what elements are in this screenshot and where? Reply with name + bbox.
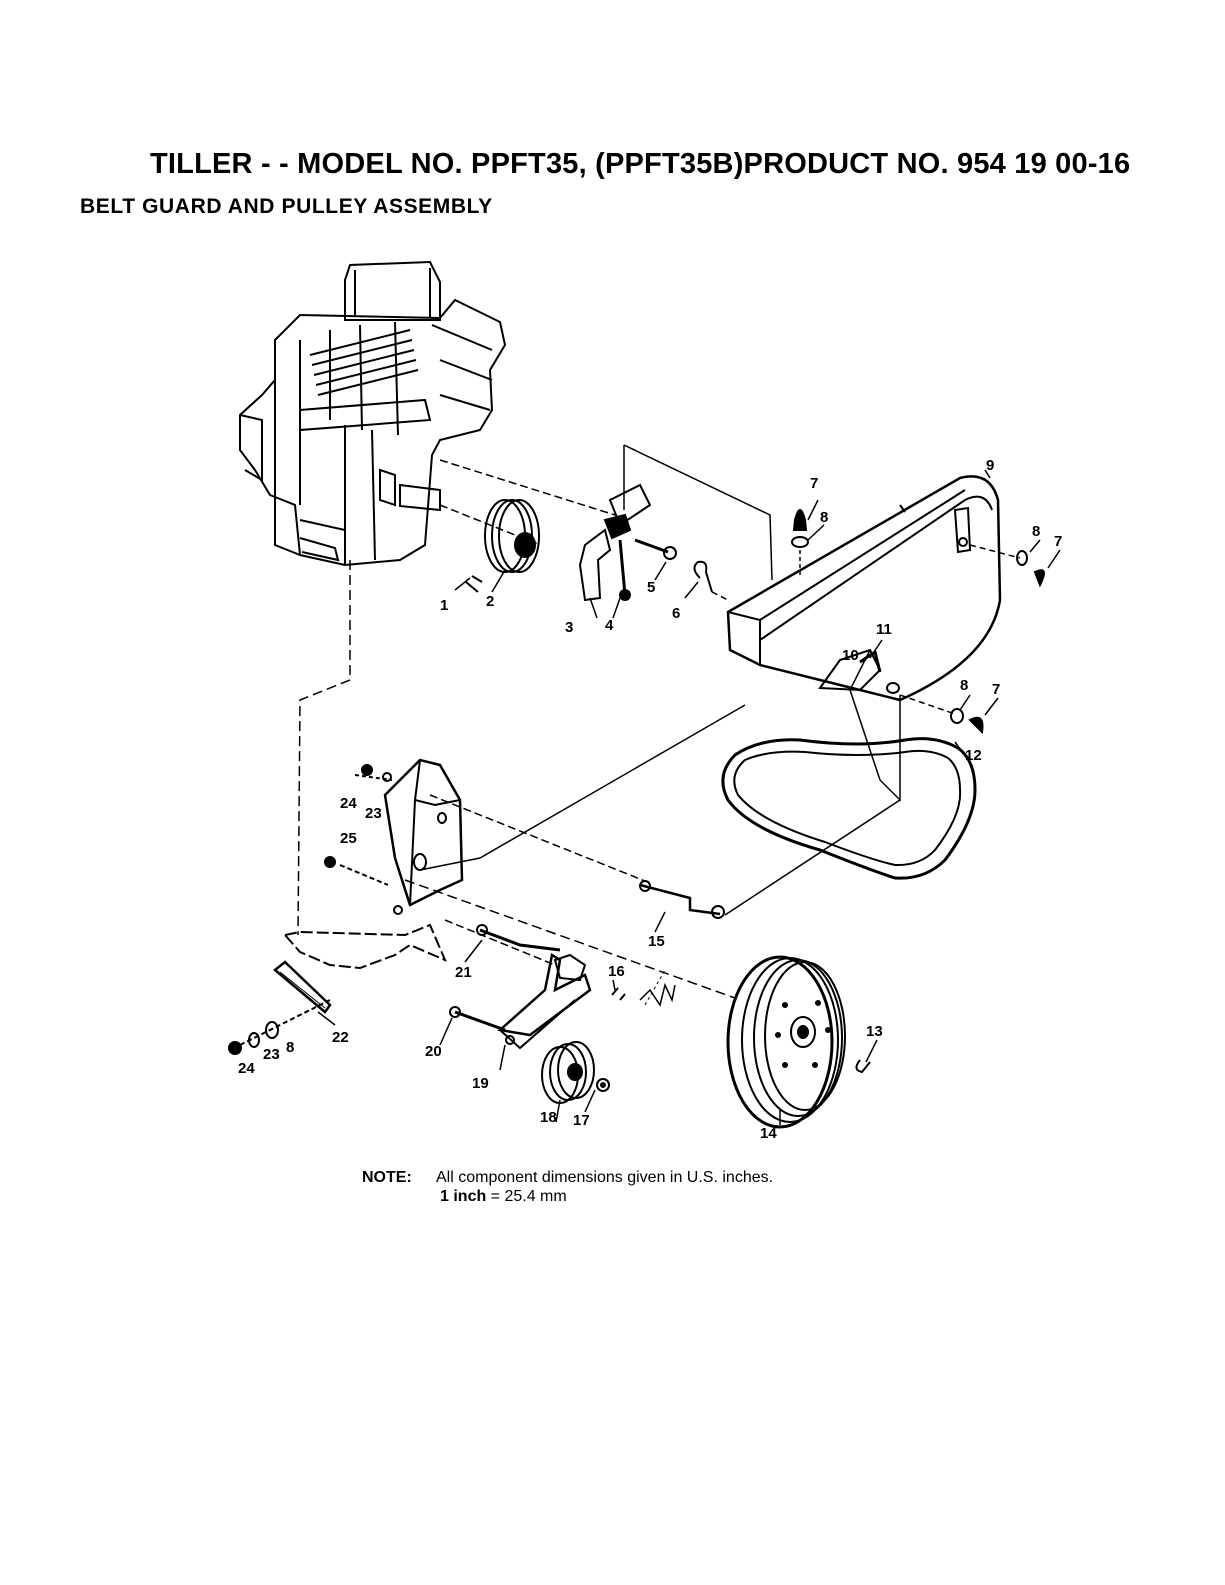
callout-17: 17 bbox=[573, 1112, 590, 1129]
callout-25: 25 bbox=[340, 830, 357, 847]
callout-21: 21 bbox=[455, 964, 472, 981]
callout-8b: 8 bbox=[1032, 523, 1040, 540]
engine-pulley bbox=[440, 500, 540, 592]
callout-23b: 23 bbox=[263, 1046, 280, 1063]
callout-7b: 7 bbox=[1054, 533, 1062, 550]
transmission-pulley bbox=[728, 957, 870, 1127]
callout-24a: 24 bbox=[340, 795, 357, 812]
callout-12: 12 bbox=[965, 747, 982, 764]
callout-23a: 23 bbox=[365, 805, 382, 822]
callout-1: 1 bbox=[440, 597, 448, 614]
callout-6: 6 bbox=[672, 605, 680, 622]
dimension-note: NOTE:All component dimensions given in U… bbox=[362, 1168, 773, 1206]
callout-18: 18 bbox=[540, 1109, 557, 1126]
note-text: All component dimensions given in U.S. i… bbox=[436, 1169, 773, 1186]
callout-19: 19 bbox=[472, 1075, 489, 1092]
callout-24b: 24 bbox=[238, 1060, 255, 1077]
callout-labels: 1 2 3 4 5 6 7 8 9 7 8 8 7 11 10 12 24 23… bbox=[238, 457, 1062, 1142]
callout-5: 5 bbox=[647, 579, 655, 596]
callout-20: 20 bbox=[425, 1043, 442, 1060]
callout-3: 3 bbox=[565, 619, 573, 636]
callout-15: 15 bbox=[648, 933, 665, 950]
callout-11: 11 bbox=[876, 621, 892, 638]
note-label: NOTE: bbox=[362, 1168, 436, 1187]
callout-4: 4 bbox=[605, 617, 614, 634]
note-conversion-unit: 1 inch bbox=[440, 1188, 486, 1205]
idler-pulley bbox=[542, 1042, 609, 1103]
belt-guard bbox=[728, 476, 1000, 700]
note-line-1: NOTE:All component dimensions given in U… bbox=[362, 1168, 773, 1187]
callout-9: 9 bbox=[986, 457, 994, 474]
frame-line bbox=[624, 445, 772, 580]
callout-22: 22 bbox=[332, 1029, 349, 1046]
callout-2: 2 bbox=[486, 593, 494, 610]
callout-14: 14 bbox=[760, 1125, 777, 1142]
note-conversion-value: = 25.4 mm bbox=[486, 1188, 566, 1205]
callout-7c: 7 bbox=[992, 681, 1000, 698]
alignment-lines bbox=[298, 560, 900, 998]
callout-8d: 8 bbox=[286, 1039, 294, 1056]
rod bbox=[640, 881, 724, 918]
callout-16: 16 bbox=[608, 963, 625, 980]
callout-13: 13 bbox=[866, 1023, 883, 1040]
hook bbox=[694, 562, 728, 600]
callout-10: 10 bbox=[842, 647, 859, 664]
note-line-2: 1 inch = 25.4 mm bbox=[362, 1187, 773, 1206]
wing-nut bbox=[792, 510, 1044, 732]
callout-8a: 8 bbox=[820, 509, 828, 526]
idler-arm bbox=[450, 925, 675, 1048]
callout-8c: 8 bbox=[960, 677, 968, 694]
belt bbox=[723, 695, 975, 878]
callout-7a: 7 bbox=[810, 475, 818, 492]
engine bbox=[240, 262, 505, 565]
leader-lines bbox=[318, 470, 1060, 1125]
